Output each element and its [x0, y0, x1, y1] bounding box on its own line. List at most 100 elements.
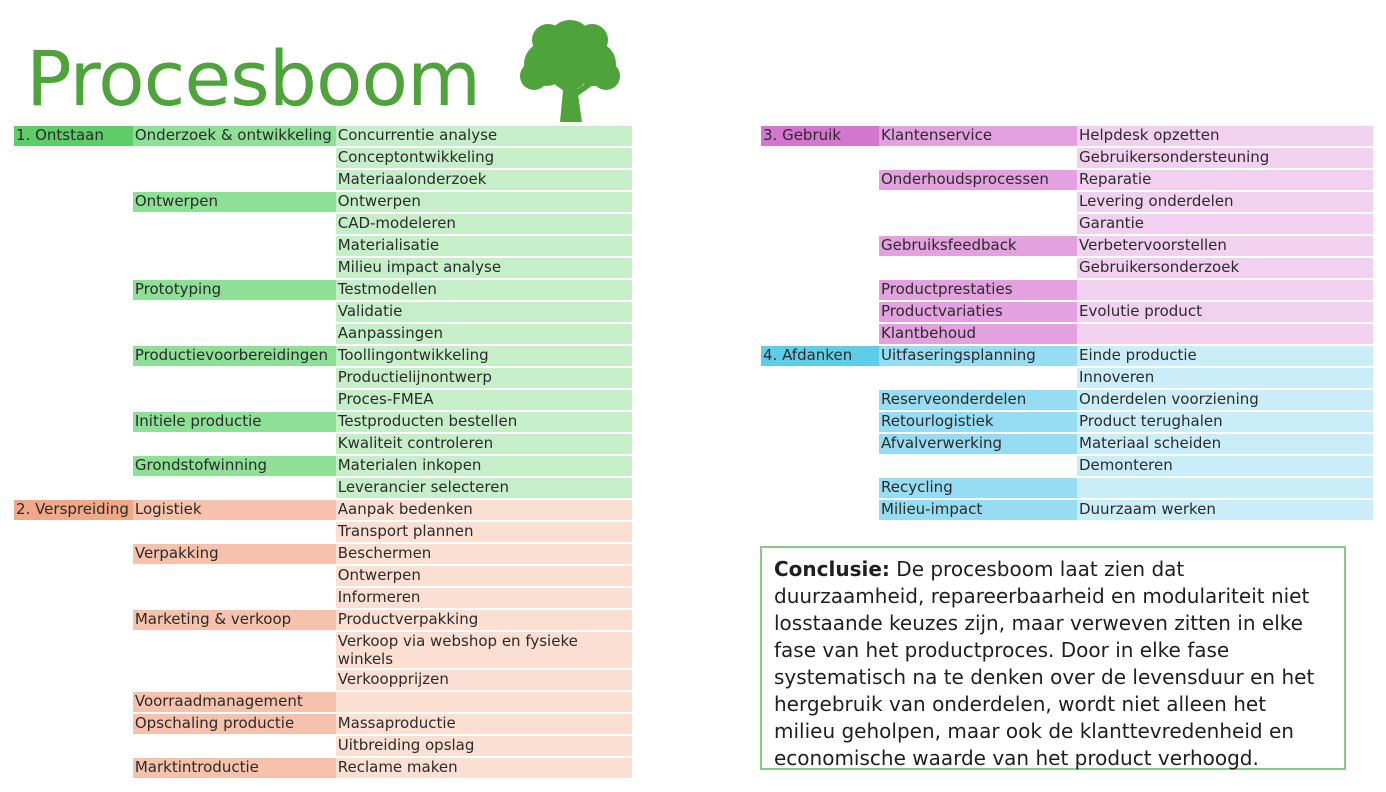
item-label: Onderdelen voorziening: [1077, 390, 1373, 412]
group-label: Afvalverwerking: [879, 434, 1077, 456]
table-row: Aanpassingen: [14, 324, 632, 346]
group-spacer: [879, 148, 1077, 170]
phase-spacer: [14, 670, 133, 692]
item-label: Conceptontwikkeling: [335, 148, 632, 170]
phase-spacer: [14, 456, 133, 478]
item-label: Kwaliteit controleren: [335, 434, 632, 456]
phase-spacer: [14, 632, 133, 670]
item-label: Reparatie: [1077, 170, 1373, 192]
conclusion-box: Conclusie: De procesboom laat zien dat d…: [760, 546, 1346, 770]
phase-spacer: [14, 324, 133, 346]
group-spacer: [132, 368, 336, 390]
phase-spacer: [14, 736, 133, 758]
phase-spacer: [761, 236, 879, 258]
item-label: Verkoop via webshop en fysieke winkels: [335, 632, 632, 670]
item-label: Materialen inkopen: [335, 456, 632, 478]
group-label: Grondstofwinning: [132, 456, 336, 478]
group-label: Prototyping: [132, 280, 336, 302]
phase-spacer: [761, 192, 879, 214]
item-label: Aanpak bedenken: [335, 500, 632, 522]
group-spacer: [132, 324, 336, 346]
tree-icon: [520, 20, 620, 122]
conclusion-label: Conclusie:: [774, 557, 890, 581]
phase-spacer: [761, 434, 879, 456]
item-label: Ontwerpen: [335, 192, 632, 214]
item-label: Ontwerpen: [335, 566, 632, 588]
item-label: Informeren: [335, 588, 632, 610]
table-row: Ontwerpen: [14, 566, 632, 588]
item-label: Materiaalonderzoek: [335, 170, 632, 192]
item-label: Productielijnontwerp: [335, 368, 632, 390]
table-row: CAD-modeleren: [14, 214, 632, 236]
group-label: Ontwerpen: [132, 192, 336, 214]
phase-spacer: [761, 170, 879, 192]
phase-spacer: [761, 324, 879, 346]
item-label: Concurrentie analyse: [335, 126, 632, 148]
group-label: Verpakking: [132, 544, 336, 566]
phase-spacer: [14, 390, 133, 412]
group-label: Onderhoudsprocessen: [879, 170, 1077, 192]
phase-spacer: [14, 412, 133, 434]
table-row: Verkoopprijzen: [14, 670, 632, 692]
table-row: Voorraadmanagement: [14, 692, 632, 714]
item-label: Leverancier selecteren: [335, 478, 632, 500]
table-row: Klantbehoud: [761, 324, 1373, 346]
item-label: Materiaal scheiden: [1077, 434, 1373, 456]
item-label: Validatie: [335, 302, 632, 324]
phase-spacer: [761, 302, 879, 324]
group-label: Uitfaseringsplanning: [879, 346, 1077, 368]
table-row: Productielijnontwerp: [14, 368, 632, 390]
group-label: Milieu-impact: [879, 500, 1077, 522]
group-spacer: [879, 214, 1077, 236]
group-spacer: [132, 236, 336, 258]
group-label: Recycling: [879, 478, 1077, 500]
item-label: Testmodellen: [335, 280, 632, 302]
group-label: Logistiek: [132, 500, 336, 522]
item-label: Uitbreiding opslag: [335, 736, 632, 758]
phase-label: 3. Gebruik: [761, 126, 879, 148]
group-spacer: [132, 566, 336, 588]
item-label: Duurzaam werken: [1077, 500, 1373, 522]
phase-spacer: [761, 368, 879, 390]
phase-spacer: [761, 390, 879, 412]
group-label: Productievoorbereidingen: [132, 346, 336, 368]
table-row: Materiaalonderzoek: [14, 170, 632, 192]
table-row: Conceptontwikkeling: [14, 148, 632, 170]
group-label: Initiele productie: [132, 412, 336, 434]
phase-spacer: [14, 148, 133, 170]
group-spacer: [879, 258, 1077, 280]
phase-spacer: [14, 214, 133, 236]
item-label: Einde productie: [1077, 346, 1373, 368]
group-spacer: [132, 478, 336, 500]
table-row: Demonteren: [761, 456, 1373, 478]
item-label: Milieu impact analyse: [335, 258, 632, 280]
table-row: Uitbreiding opslag: [14, 736, 632, 758]
phase-spacer: [14, 714, 133, 736]
phase-spacer: [14, 610, 133, 632]
group-spacer: [132, 522, 336, 544]
phase-spacer: [761, 258, 879, 280]
group-spacer: [132, 588, 336, 610]
item-empty: [1077, 280, 1373, 302]
group-label: Reserveonderdelen: [879, 390, 1077, 412]
phase-spacer: [14, 236, 133, 258]
phase-spacer: [14, 434, 133, 456]
item-label: Verbetervoorstellen: [1077, 236, 1373, 258]
table-row: Garantie: [761, 214, 1373, 236]
item-label: Aanpassingen: [335, 324, 632, 346]
item-label: Helpdesk opzetten: [1077, 126, 1373, 148]
group-label: Marketing & verkoop: [132, 610, 336, 632]
phase-spacer: [14, 692, 133, 714]
table-row: Proces-FMEA: [14, 390, 632, 412]
